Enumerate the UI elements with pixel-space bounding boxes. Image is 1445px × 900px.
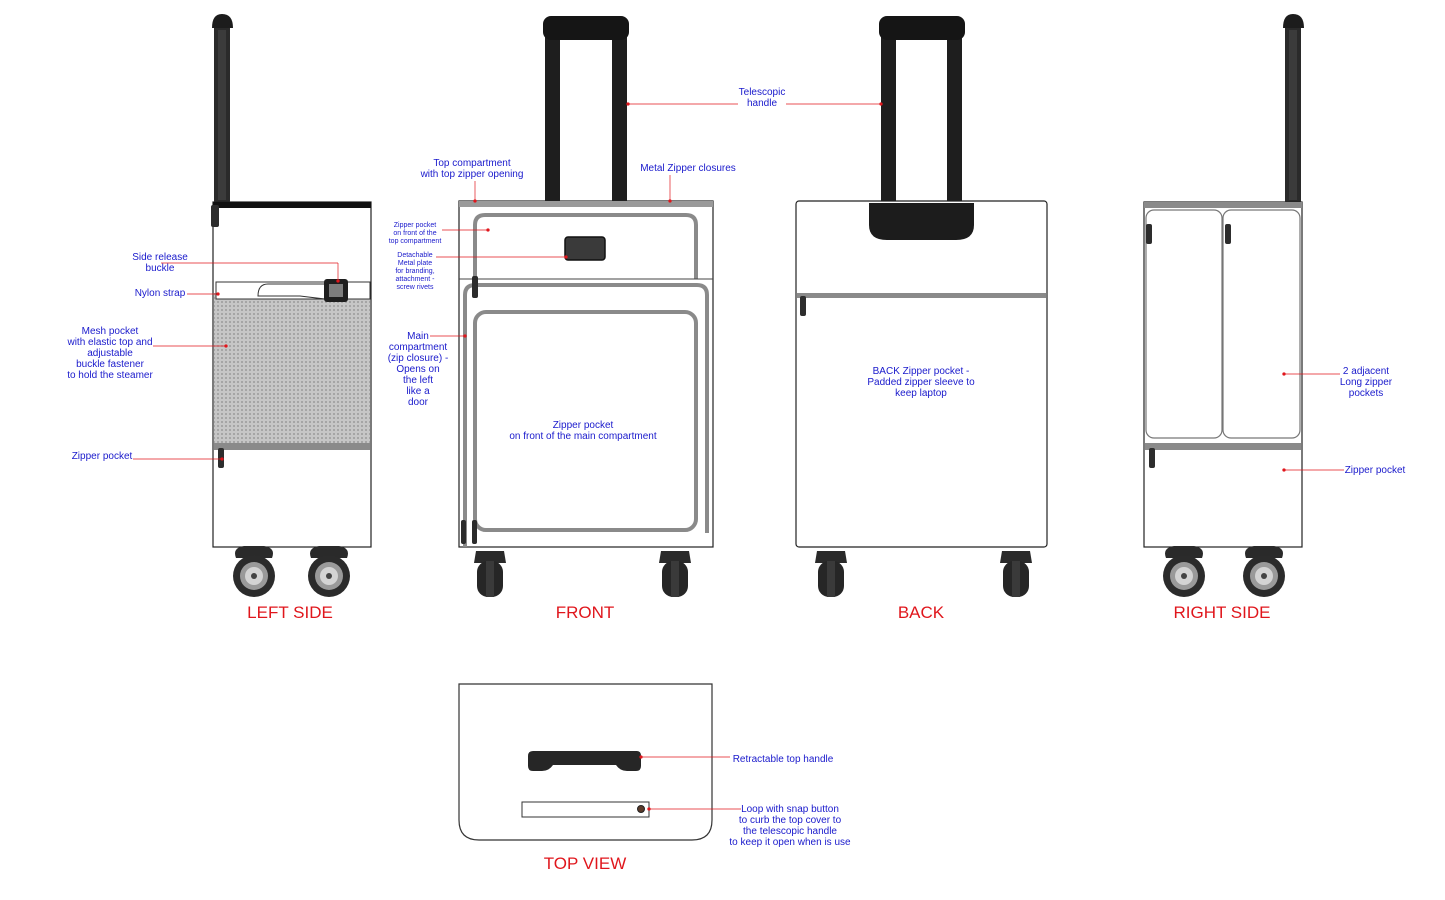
view-title-back: BACK xyxy=(897,603,945,622)
back-zipper-track xyxy=(797,293,1046,298)
left-side-view xyxy=(211,14,372,597)
metal-plate xyxy=(564,236,606,261)
back-view xyxy=(795,16,1048,597)
long-pocket-right xyxy=(1222,209,1301,439)
annotation-nylon-strap: Nylon strap xyxy=(134,288,186,299)
annotation-top-compartment: Top compartment with top zipper opening xyxy=(420,158,524,180)
view-title-left-side: LEFT SIDE xyxy=(247,603,333,622)
right-side-view xyxy=(1143,14,1304,597)
top-compartment-zipper xyxy=(473,213,698,279)
annotation-top-zipper-pocket: Zipper pocket on front of the top compar… xyxy=(388,222,442,245)
front-telescopic-handle-right xyxy=(612,30,627,202)
loop-snap-button xyxy=(521,801,650,818)
retractable-top-handle xyxy=(528,751,641,771)
back-suitcase-body xyxy=(795,200,1048,548)
annotation-mesh-pocket: Mesh pocket with elastic top and adjusta… xyxy=(67,326,153,381)
annotation-back-zipper-pocket: BACK Zipper pocket - Padded zipper sleev… xyxy=(867,366,975,399)
annotation-telescopic-handle: Telescopic handle xyxy=(738,87,786,109)
front-telescopic-handle-left xyxy=(545,30,560,202)
top-view xyxy=(458,683,713,841)
view-title-top-view: TOP VIEW xyxy=(543,854,627,873)
annotation-metal-zipper: Metal Zipper closures xyxy=(640,163,736,174)
annotation-retractable-handle: Retractable top handle xyxy=(732,754,834,765)
right-zipper-track xyxy=(1145,443,1301,450)
annotation-metal-plate: Detachable Metal plate for branding, att… xyxy=(395,252,435,291)
main-compartment-zipper xyxy=(463,283,709,547)
mesh-pocket xyxy=(214,293,370,443)
annotation-loop-snap: Loop with snap button to curb the top co… xyxy=(729,804,851,848)
back-telescopic-handle-right xyxy=(947,30,962,210)
annotation-side-release-buckle: Side release buckle xyxy=(132,252,188,274)
leader-lines xyxy=(133,102,1344,811)
left-zipper-track xyxy=(214,443,370,450)
annotation-right-zipper-pocket: Zipper pocket xyxy=(1344,465,1406,476)
annotation-main-compartment: Main compartment (zip closure) - Opens o… xyxy=(387,331,449,408)
annotation-long-zipper-pockets: 2 adjacent Long zipper pockets xyxy=(1339,366,1393,399)
annotation-left-zipper-pocket: Zipper pocket xyxy=(71,451,133,462)
back-telescopic-handle-left xyxy=(881,30,896,210)
telescopic-handle-housing xyxy=(869,203,974,240)
front-pocket-zipper xyxy=(473,310,698,532)
long-pocket-left xyxy=(1145,209,1223,439)
front-view xyxy=(458,16,714,597)
annotation-front-zipper-pocket: Zipper pocket on front of the main compa… xyxy=(509,420,657,442)
view-title-front: FRONT xyxy=(555,603,615,622)
view-title-right-side: RIGHT SIDE xyxy=(1173,603,1271,622)
